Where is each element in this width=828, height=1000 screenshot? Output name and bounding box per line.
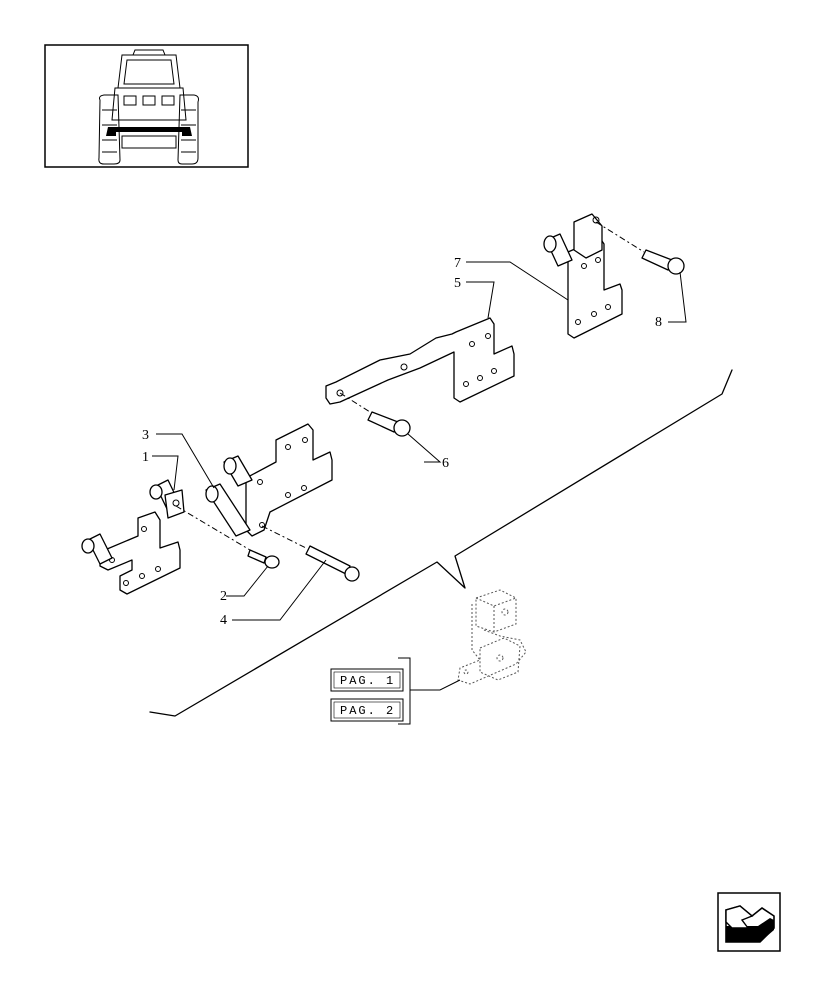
part-3-bracket (205, 423, 333, 537)
callout-7: 7 (454, 256, 461, 271)
page-reference-1[interactable]: PAG. 1 (330, 668, 404, 692)
back-arrow-button[interactable] (717, 892, 781, 952)
group-divider (149, 369, 733, 717)
callout-6: 6 (442, 456, 449, 471)
part-7-bracket (543, 213, 623, 339)
callout-2: 2 (220, 589, 227, 604)
assembly-axis-lines (175, 221, 645, 551)
leader-lines (152, 261, 687, 725)
callout-3: 3 (142, 428, 149, 443)
part-8-bolt (641, 249, 685, 275)
page-reference-2[interactable]: PAG. 2 (330, 698, 404, 722)
tractor-thumbnail (44, 44, 249, 168)
back-arrow-icon (725, 905, 775, 943)
part-1-bracket (81, 479, 185, 595)
part-2-bolt (247, 549, 280, 569)
page-reference-2-label: PAG. 2 (340, 704, 395, 718)
callout-1: 1 (142, 450, 149, 465)
callout-8: 8 (655, 315, 662, 330)
part-4-bolt (305, 545, 360, 582)
callout-5: 5 (454, 276, 461, 291)
page-reference-1-label: PAG. 1 (340, 674, 395, 688)
tractor-front-view-icon (98, 49, 199, 165)
reference-assembly (457, 589, 527, 685)
part-5-bracket (325, 317, 515, 405)
callout-4: 4 (220, 613, 227, 628)
callouts: 3 1 2 4 7 5 6 8 (142, 256, 662, 628)
part-6-bolt (367, 411, 411, 437)
